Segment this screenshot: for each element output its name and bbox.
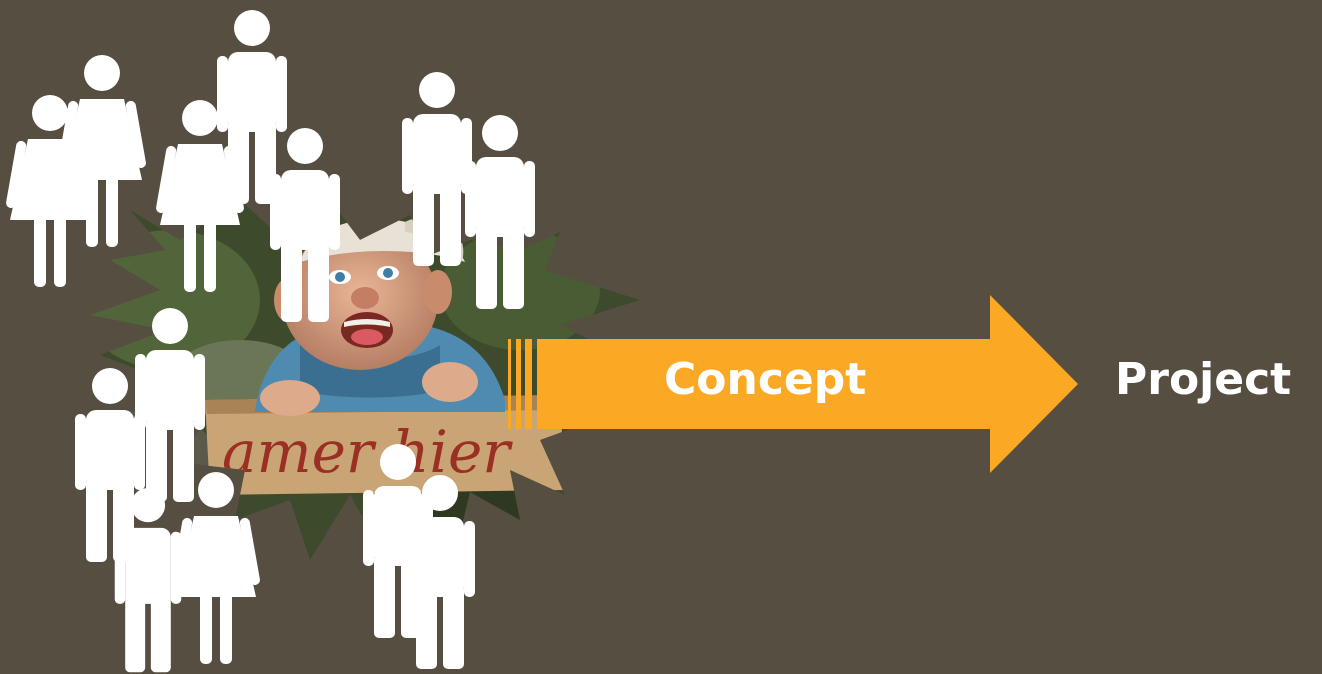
project-label: Project (1115, 354, 1292, 405)
woman-figure-icon (156, 100, 244, 292)
man-figure-icon (270, 128, 340, 322)
concept-arrow (508, 295, 1078, 473)
man-figure-icon (217, 10, 287, 204)
man-figure-icon (135, 308, 205, 502)
woman-figure-icon (172, 472, 260, 664)
concept-label: Concept (664, 354, 867, 405)
man-figure-icon (405, 475, 475, 669)
crowd (6, 10, 535, 673)
woman-figure-icon (58, 55, 146, 247)
man-figure-icon (465, 115, 535, 309)
man-figure-icon (402, 72, 472, 266)
svg-text:amer hier: amer hier (222, 418, 513, 486)
